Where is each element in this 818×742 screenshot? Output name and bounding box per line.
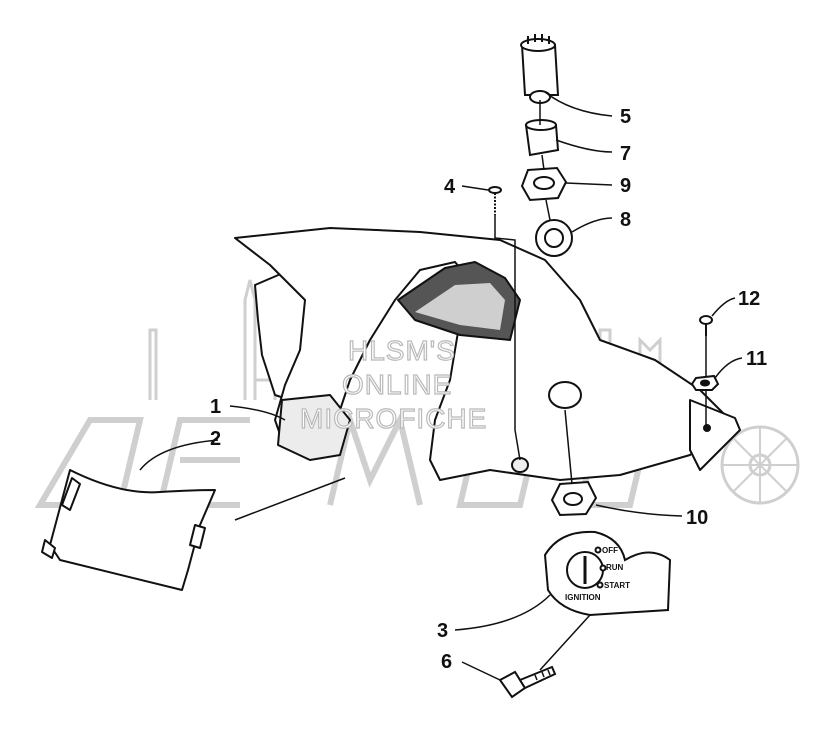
spacer-7-top	[525, 119, 557, 131]
key-teeth	[534, 669, 551, 681]
leader-1	[229, 405, 286, 421]
screw-4	[488, 186, 502, 215]
ignition-key-6	[498, 665, 557, 699]
front-cover	[41, 469, 216, 591]
dial-dot-off	[594, 546, 602, 554]
axis-line-front-cover	[234, 477, 346, 521]
callout-2: 2	[210, 428, 221, 450]
switch-mount-hole	[548, 381, 582, 409]
watermark-line-1: HLSM'S	[348, 335, 456, 366]
axis-line-switch	[539, 100, 551, 221]
watermark-line-3: MICROFICHE	[300, 403, 487, 434]
screw-hole-right	[703, 424, 711, 432]
callout-8: 8	[620, 209, 631, 231]
screw-12	[699, 315, 713, 336]
callout-10: 10	[686, 507, 708, 529]
dial-dot-run	[599, 564, 607, 572]
pod-lower-skirt	[277, 394, 351, 461]
nut-10-bore	[563, 492, 583, 506]
leader-8	[571, 217, 613, 233]
nut-10	[550, 480, 598, 517]
axis-line-screw-4	[494, 215, 521, 461]
watermark-line-2: ONLINE	[342, 369, 452, 400]
front-cover-tab-bottom	[41, 539, 56, 559]
watermark-wheel-spokes	[722, 427, 798, 503]
callout-9: 9	[620, 175, 631, 197]
key-blade	[518, 665, 557, 690]
assembly-lines	[234, 100, 707, 671]
key-bow	[498, 670, 527, 699]
axis-line-nut-10	[564, 409, 573, 485]
pod-right-ear	[689, 399, 741, 471]
callout-7: 7	[620, 143, 631, 165]
nut-9-bore	[533, 176, 555, 190]
nut-11	[690, 374, 720, 391]
screw-12-head	[699, 315, 713, 325]
ignition-plate-body	[543, 530, 672, 617]
callout-4: 4	[444, 176, 456, 198]
lock-washer-8-bore	[544, 228, 564, 248]
dial-label-ignition: IGNITION	[565, 593, 601, 602]
leader-3	[454, 594, 551, 631]
leader-7	[555, 139, 613, 153]
dial-dot-start	[596, 581, 604, 589]
callout-11: 11	[746, 348, 767, 370]
callout-5: 5	[620, 106, 631, 128]
switch-5-pins	[527, 34, 550, 44]
switch-stack	[520, 34, 573, 257]
callout-3: 3	[437, 620, 448, 642]
nut-11-bore	[700, 379, 710, 387]
handlebar-pod-housing	[234, 227, 741, 481]
leader-5	[544, 91, 613, 117]
switch-5-body	[520, 44, 560, 96]
leader-9	[565, 182, 613, 186]
front-cover-tab-left	[61, 477, 81, 511]
callout-6: 6	[441, 651, 452, 673]
screw-4-head	[488, 186, 502, 194]
leader-6	[461, 661, 501, 681]
front-cover-tab-right	[189, 524, 206, 549]
callout-1: 1	[210, 396, 221, 418]
dial-label-off: OFF	[602, 546, 618, 555]
leader-12	[711, 297, 736, 317]
dial-label-start: START	[604, 581, 630, 590]
callout-12: 12	[738, 288, 760, 310]
leader-2	[139, 439, 219, 471]
key-switch-mount-hole	[511, 457, 529, 473]
axis-line-key	[539, 614, 591, 671]
leader-10	[595, 504, 683, 517]
dial-label-run: RUN	[606, 563, 624, 572]
leader-11	[714, 357, 743, 379]
ignition-plate	[543, 530, 672, 617]
switch-5-top	[520, 38, 556, 52]
leader-lines	[139, 91, 743, 681]
pod-hood-highlight	[415, 283, 505, 330]
leader-4	[461, 185, 489, 191]
